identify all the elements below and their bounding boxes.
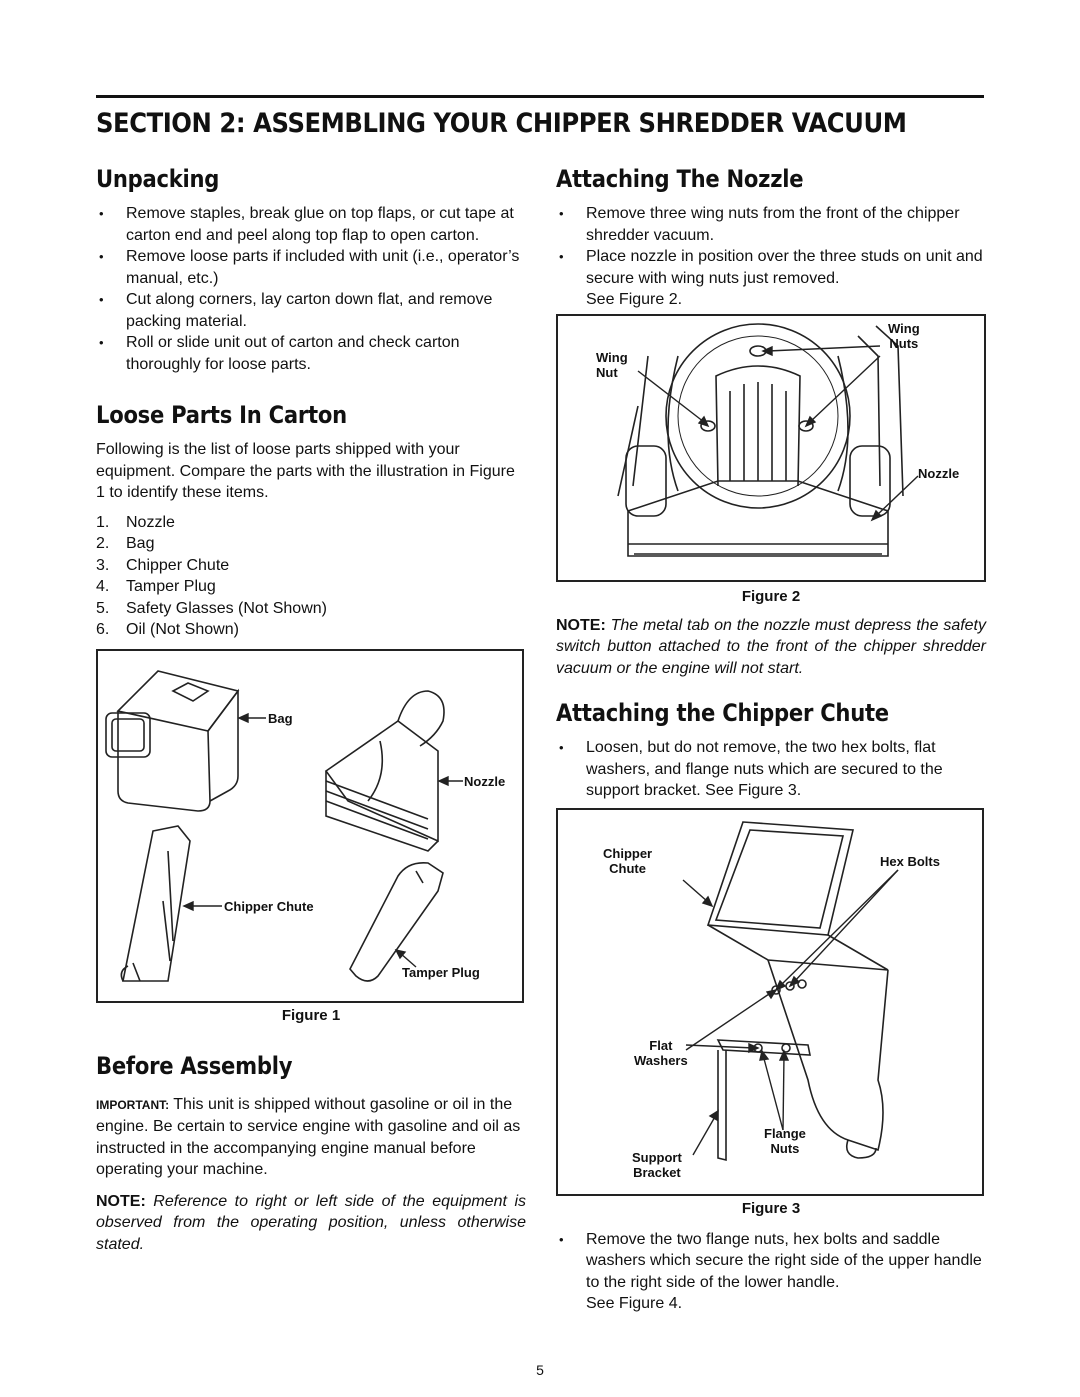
unpacking-list: Remove staples, break glue on top flaps,… (96, 203, 526, 375)
right-column: Attaching The Nozzle Remove three wing n… (556, 165, 986, 1315)
list-item: 1.Nozzle (96, 513, 175, 531)
list-item: Remove three wing nuts from the front of… (556, 203, 986, 246)
nozzle-label: Nozzle (464, 773, 506, 789)
note-text: The metal tab on the nozzle must depress… (556, 616, 986, 677)
figure-2-illustration (617, 322, 919, 557)
list-item: 5.Safety Glasses (Not Shown) (96, 599, 327, 617)
parts-list: 1.Nozzle 2.Bag 3.Chipper Chute 4.Tamper … (96, 512, 526, 641)
important-paragraph: IMPORTANT: This unit is shipped without … (96, 1094, 526, 1181)
figure-3-caption: Figure 3 (741, 1199, 801, 1217)
section-title: SECTION 2: ASSEMBLING YOUR CHIPPER SHRED… (96, 108, 907, 139)
chipper-chute-heading: Attaching the Chipper Chute (556, 699, 889, 727)
list-item: Remove the two flange nuts, hex bolts an… (556, 1229, 986, 1294)
page-number: 5 (536, 1362, 544, 1378)
nozzle-steps: Remove three wing nuts from the front of… (556, 203, 986, 289)
unpacking-heading: Unpacking (96, 165, 220, 193)
list-item: 2.Bag (96, 535, 155, 552)
list-item: Remove loose parts if included with unit… (96, 246, 526, 289)
figure-1-caption: Figure 1 (281, 1006, 341, 1024)
list-item: Roll or slide unit out of carton and che… (96, 332, 526, 375)
nozzle-note: NOTE: The metal tab on the nozzle must d… (556, 615, 986, 680)
chipper-chute-label: Chipper Chute (224, 898, 314, 914)
list-item: Remove staples, break glue on top flaps,… (96, 203, 526, 246)
nozzle-label: Nozzle (918, 465, 960, 481)
note-label: NOTE: (556, 616, 606, 634)
figure-1-illustration (105, 669, 463, 982)
loose-parts-heading: Loose Parts In Carton (96, 401, 347, 429)
figure-1: Bag Nozzle Chipper Chute Tamper Plug (96, 648, 524, 1003)
list-item: Cut along corners, lay carton down flat,… (96, 289, 526, 332)
important-text: This unit is shipped without gasoline or… (96, 1095, 521, 1179)
important-label: IMPORTANT: (96, 1097, 170, 1112)
figure-3-illustration (682, 820, 899, 1161)
before-assembly-heading: Before Assembly (96, 1051, 293, 1080)
list-item: 4.Tamper Plug (96, 578, 216, 595)
hex-bolts-label: Hex Bolts (880, 853, 940, 869)
note-text: Reference to right or left side of the e… (96, 1192, 526, 1253)
list-item: 6.Oil (Not Shown) (96, 621, 239, 638)
note-label: NOTE: (96, 1192, 146, 1210)
tamper-plug-label: Tamper Plug (402, 964, 480, 980)
side-note: NOTE: Reference to right or left side of… (96, 1191, 526, 1256)
see-figure-2: See Figure 2. (586, 291, 683, 308)
chute-steps: Loosen, but do not remove, the two hex b… (556, 737, 986, 802)
bag-label: Bag (268, 710, 293, 726)
handle-steps: Remove the two flange nuts, hex bolts an… (556, 1229, 986, 1294)
figure-2-caption: Figure 2 (741, 587, 801, 605)
list-item: Loosen, but do not remove, the two hex b… (556, 737, 986, 802)
attaching-nozzle-heading: Attaching The Nozzle (556, 165, 804, 193)
left-column: Unpacking Remove staples, break glue on … (96, 165, 526, 1255)
list-item: 3.Chipper Chute (96, 556, 230, 574)
loose-parts-intro: Following is the list of loose parts shi… (96, 441, 515, 501)
list-item: Place nozzle in position over the three … (556, 246, 986, 289)
see-figure-4: See Figure 4. (586, 1295, 683, 1312)
header-rule (96, 95, 984, 98)
